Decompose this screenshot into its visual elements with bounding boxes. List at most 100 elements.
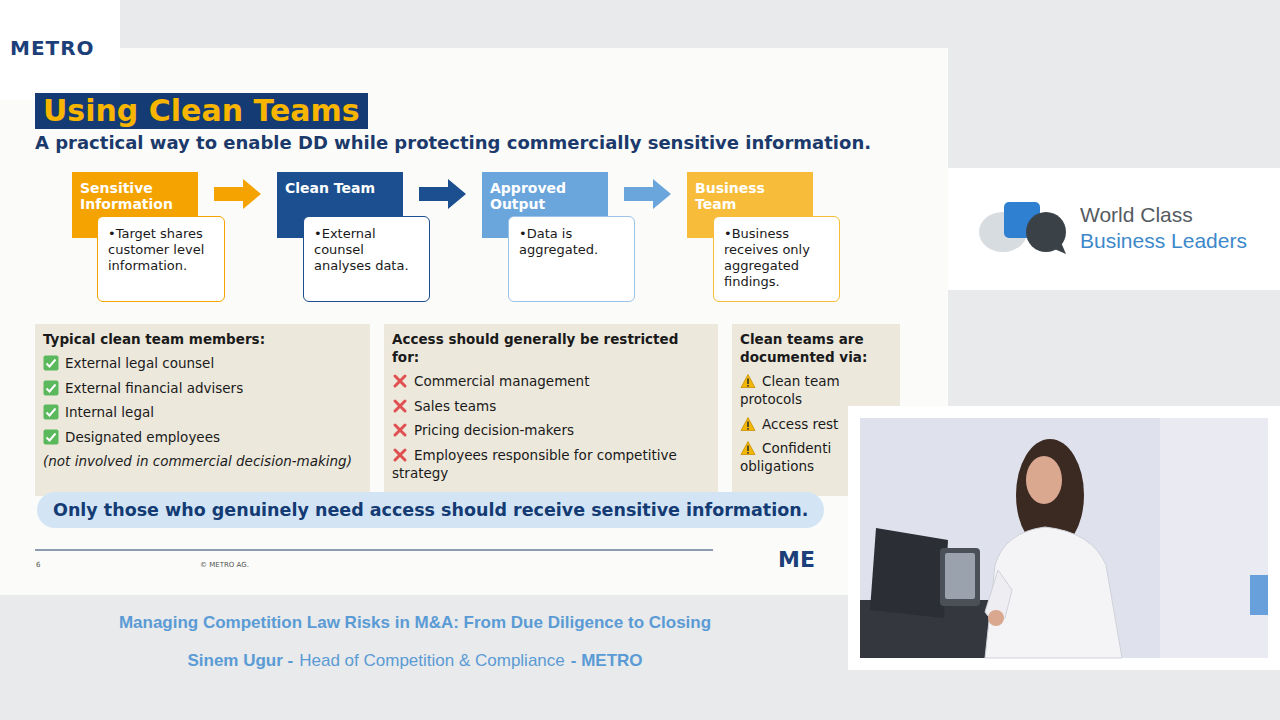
warning-triangle xyxy=(741,442,755,455)
backdrop-mark xyxy=(1250,575,1268,615)
lectern xyxy=(860,600,1080,658)
page-number: 6 xyxy=(36,561,40,569)
logo-text: METRO xyxy=(10,36,95,60)
item-text: Commercial management xyxy=(414,373,589,389)
warning-bar xyxy=(747,421,749,427)
check-box xyxy=(44,429,59,444)
item-text: Employees responsible for competitive st… xyxy=(392,447,677,481)
list-item: Sales teams xyxy=(392,397,710,415)
cross-icon xyxy=(392,447,408,463)
check-mark xyxy=(47,433,56,440)
subtitle: A practical way to enable DD while prote… xyxy=(35,132,871,153)
warning-dot xyxy=(747,452,749,454)
info-panel: Clean teams are documented via: Clean tea… xyxy=(732,324,900,496)
shirt xyxy=(985,527,1122,658)
header-text: Sensitive Information xyxy=(80,180,190,212)
cross-mark xyxy=(395,376,405,386)
list-item: External legal counsel xyxy=(43,354,362,372)
list-item: Designated employees xyxy=(43,428,362,446)
warn-icon xyxy=(740,440,756,456)
item-text: Designated employees xyxy=(65,429,220,445)
cross-mark xyxy=(395,401,405,411)
panel-heading: Clean teams are documented via: xyxy=(740,330,890,366)
arm xyxy=(985,570,1012,619)
check-mark xyxy=(47,409,56,416)
brand-panel xyxy=(948,168,1280,290)
check-box xyxy=(44,356,59,371)
list-item: Pricing decision-makers xyxy=(392,421,710,439)
cross-icon xyxy=(392,398,408,414)
item-text: Clean team protocols xyxy=(740,373,840,407)
cross-mark xyxy=(395,425,405,435)
speaker-company: - METRO xyxy=(571,651,643,670)
face xyxy=(1026,456,1062,504)
step-body: •External counsel analyses data. xyxy=(303,216,430,302)
panel-heading: Access should generally be restricted fo… xyxy=(392,330,710,366)
brand-bubble-tail xyxy=(1052,240,1066,254)
step-body: •Target shares customer level informatio… xyxy=(97,216,225,302)
header-text: Clean Team xyxy=(285,180,395,196)
cross-mark xyxy=(395,450,405,460)
body-text: •External counsel analyses data. xyxy=(314,226,421,274)
footer-rule xyxy=(35,550,713,551)
brand-name: World Class xyxy=(1080,203,1193,227)
info-panel: Typical clean team members: External lega… xyxy=(35,324,370,496)
flow-arrow xyxy=(419,179,466,209)
list-item: External financial advisers xyxy=(43,379,362,397)
talk-title: Managing Competition Law Risks in M&A: F… xyxy=(0,613,830,633)
list-item: Employees responsible for competitive st… xyxy=(392,446,710,482)
key-message-band: Only those who genuinely need access sho… xyxy=(37,492,824,528)
tablet xyxy=(940,548,980,606)
check-mark xyxy=(47,360,56,367)
warn-icon xyxy=(740,373,756,389)
header-text: Approved Output xyxy=(490,180,600,212)
slide-title: Using Clean Teams xyxy=(35,93,368,129)
body-text: •Business receives only aggregated findi… xyxy=(724,226,831,290)
warn-icon xyxy=(740,416,756,432)
info-panel: Access should generally be restricted fo… xyxy=(384,324,718,496)
warning-triangle xyxy=(741,375,755,388)
check-icon xyxy=(43,355,59,371)
list-item: Internal legal xyxy=(43,403,362,421)
body-text: •Data is aggregated. xyxy=(519,226,626,258)
tablet-screen xyxy=(945,553,975,599)
cross-icon xyxy=(392,373,408,389)
hand xyxy=(988,610,1004,626)
list-item: Access rest xyxy=(740,415,848,433)
note-item: (not involved in commercial decision-mak… xyxy=(43,452,362,470)
panel-heading: Typical clean team members: xyxy=(43,330,362,348)
item-text: Internal legal xyxy=(65,404,154,420)
check-mark xyxy=(47,384,56,391)
speaker-name: Sinem Ugur - xyxy=(187,651,293,670)
check-box xyxy=(44,405,59,420)
list-item: Clean team protocols xyxy=(740,372,848,408)
item-text: Confidenti obligations xyxy=(740,440,831,474)
backdrop-panel xyxy=(1160,418,1268,658)
brand-name: Business Leaders xyxy=(1080,229,1247,253)
laptop xyxy=(870,528,948,618)
slide-ground xyxy=(0,48,948,595)
check-icon xyxy=(43,429,59,445)
flow-arrow xyxy=(214,179,261,209)
check-icon xyxy=(43,380,59,396)
step-body: •Business receives only aggregated findi… xyxy=(713,216,840,302)
flow-arrow xyxy=(624,179,671,209)
list-item: Confidenti obligations xyxy=(740,439,848,475)
cross-icon xyxy=(392,422,408,438)
warning-dot xyxy=(747,385,749,387)
video-backdrop xyxy=(860,418,1268,658)
footer-logo: ME xyxy=(778,547,815,572)
body-text: •Target shares customer level informatio… xyxy=(108,226,216,274)
warning-bar xyxy=(747,379,749,385)
check-box xyxy=(44,380,59,395)
item-text: External financial advisers xyxy=(65,380,243,396)
item-text: Access rest xyxy=(762,416,838,432)
step-body: •Data is aggregated. xyxy=(508,216,635,302)
video-frame xyxy=(848,406,1280,670)
item-text: Sales teams xyxy=(414,398,496,414)
copyright: © METRO AG. xyxy=(200,561,249,569)
header-text: Business Team xyxy=(695,180,805,212)
logo-box xyxy=(0,0,120,100)
item-text: External legal counsel xyxy=(65,355,214,371)
speaker-role: Head of Competition & Compliance xyxy=(299,651,565,670)
